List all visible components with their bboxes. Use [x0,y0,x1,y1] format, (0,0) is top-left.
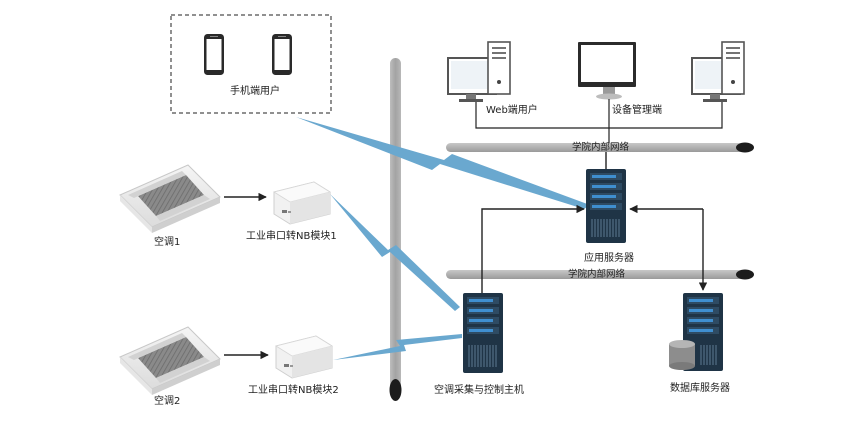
label-campus-net-top: 学院内部网络 [572,142,630,153]
monitor-icon [578,42,636,100]
server-rack-icon [463,293,503,373]
server-rack-icon [586,169,626,243]
database-cylinder-icon [669,340,695,370]
desktop-pc-icon [447,41,511,102]
pc-bus-links [475,99,723,143]
desktop-pc-icon [691,41,745,102]
wireless-link-nb1 [330,194,460,311]
phone-icon [272,34,292,75]
label-mobile-users: 手机端用户 [230,86,280,97]
label-ac1: 空调1 [154,237,181,248]
phone-icon [204,34,224,75]
nb-module-icon [272,181,332,225]
campus-net-bus-mid [446,269,754,280]
wireless-link-mobile [296,117,590,209]
air-conditioner-icon [119,326,221,395]
mobile-users-group [170,14,332,114]
label-app-server: 应用服务器 [584,253,634,264]
server-links [481,152,708,293]
label-control-host: 空调采集与控制主机 [434,385,524,396]
wireless-link-nb2 [333,334,462,360]
arrow-host-to-app [481,204,585,293]
nb-module-icon [274,335,334,379]
mobile-users-box [170,14,332,114]
label-web-users: Web端用户 [486,105,538,116]
label-ac2: 空调2 [154,396,181,407]
label-nb-module-2: 工业串口转NB模块2 [248,385,339,396]
label-device-mgmt: 设备管理端 [612,105,662,116]
campus-net-bus-top [446,142,754,153]
label-nb-module-1: 工业串口转NB模块1 [246,231,337,242]
label-campus-net-mid: 学院内部网络 [568,269,626,280]
wireless-links [296,117,590,360]
vertical-backbone [389,58,402,401]
label-db-server: 数据库服务器 [670,383,730,394]
air-conditioner-icon [119,164,221,233]
